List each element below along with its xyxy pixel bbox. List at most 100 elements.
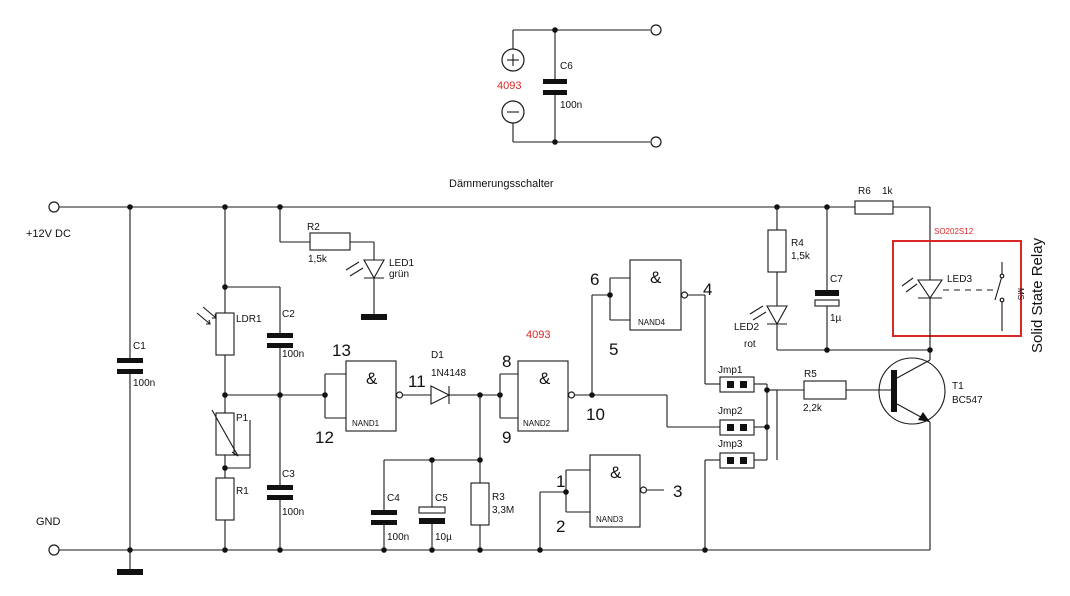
led1-diode-icon (363, 259, 385, 280)
page-title: Dämmerungsschalter (449, 178, 554, 190)
d1-diode: D1 1N4148 (403, 350, 503, 405)
r2-resistor (309, 232, 351, 251)
relay-part-number: SO202S12 (934, 227, 974, 236)
c1-capacitor: C1 100n (117, 207, 155, 550)
c6-value: 100n (560, 100, 582, 111)
c4-label: C4 (387, 493, 400, 504)
led2-label: LED2 (734, 322, 759, 333)
r3-resistor (470, 482, 490, 526)
nand4-label: NAND4 (638, 318, 666, 327)
jmp2-label: Jmp2 (718, 406, 743, 417)
c6-label: C6 (560, 61, 573, 72)
r3-value: 3,3M (492, 505, 514, 516)
r2-label: R2 (307, 222, 320, 233)
led1-label: LED1 (389, 258, 414, 269)
led2-value: rot (744, 339, 756, 350)
r1-label: R1 (236, 486, 249, 497)
nand4-symbol: & (650, 268, 662, 287)
nand1-pin-a: 13 (332, 341, 351, 360)
plus12v-terminal (48, 201, 60, 213)
d1-value: 1N4148 (431, 368, 466, 379)
c1-value: 100n (133, 378, 155, 389)
r6-label: R6 (858, 186, 871, 197)
supply-ic-label: 4093 (497, 80, 521, 92)
nand2-symbol: & (539, 369, 551, 388)
jmp1-label: Jmp1 (718, 365, 743, 376)
relay-highlight-box (892, 240, 1022, 337)
nand3-symbol: & (610, 463, 622, 482)
r5-value: 2,2k (803, 403, 823, 414)
ldr1-resistor (215, 312, 235, 356)
c2-c3-capacitors: C2 100n C3 100n (225, 286, 328, 550)
c1-label: C1 (133, 341, 146, 352)
t1-transistor-icon (878, 357, 946, 425)
nand2-pin-b: 9 (502, 428, 511, 447)
power-rails: +12V DC GND (26, 201, 930, 575)
jmp1-jumper[interactable] (719, 376, 755, 393)
led1-value: grün (389, 269, 409, 280)
nand3-gate: & NAND3 1 2 3 (539, 454, 682, 550)
led3-label: LED3 (947, 274, 972, 285)
nand3-label: NAND3 (596, 515, 624, 524)
light-sensor-divider: LDR1 P1 R1 (196, 207, 262, 550)
vdd-terminal (650, 24, 662, 36)
r2-value: 1,5k (308, 254, 328, 265)
nand1-pin-out: 11 (408, 372, 426, 391)
indicator-branch: R4 1,5k LED2 rot C7 1µ R6 1k (734, 186, 933, 353)
r1-resistor (215, 477, 235, 521)
r5-resistor (803, 380, 847, 400)
gnd-terminal (48, 544, 60, 556)
output-driver: R5 2,2k T1 BC547 (777, 350, 983, 550)
nand1-gate: & NAND1 13 12 11 (315, 341, 426, 447)
light-arrow-icon (196, 312, 211, 325)
jumper-block: Jmp1 Jmp2 Jmp3 (666, 365, 778, 550)
nand3-pin-out: 3 (673, 482, 682, 501)
timing-network: R3 3,3M C4 100n C5 10µ (371, 395, 514, 550)
nand1-pin-b: 12 (315, 428, 334, 447)
r4-label: R4 (791, 238, 804, 249)
r6-value: 1k (882, 186, 894, 197)
r2-led1-branch: R2 1,5k LED1 grün (279, 207, 414, 320)
nand2-gate: 4093 & NAND2 8 9 10 (499, 329, 667, 447)
plus12v-label: +12V DC (26, 228, 71, 240)
c5-electrolytic-plus (418, 506, 446, 514)
led1-ground-symbol (361, 314, 387, 320)
r5-label: R5 (804, 369, 817, 380)
gnd-label: GND (36, 516, 61, 528)
nand3-pin-b: 2 (556, 517, 565, 536)
nand3-pin-a: 1 (556, 472, 565, 491)
c7-value: 1µ (830, 313, 842, 324)
nand2-pin-out: 10 (586, 405, 605, 424)
p1-label: P1 (236, 413, 249, 424)
led2-diode-icon (766, 305, 788, 326)
vss-terminal (650, 136, 662, 148)
t1-label: T1 (952, 381, 964, 392)
nand4-pin-out: 4 (703, 280, 712, 299)
nand4-pin-b: 5 (609, 340, 618, 359)
jmp3-label: Jmp3 (718, 439, 743, 450)
jmp2-jumper[interactable] (719, 419, 755, 436)
solid-state-relay: SO202S12 LED3 MS Solid State Relay (892, 227, 1046, 353)
nand1-symbol: & (366, 369, 378, 388)
c5-value: 10µ (435, 532, 452, 543)
ldr1-label: LDR1 (236, 314, 262, 325)
nand2-label: NAND2 (523, 419, 551, 428)
ground-symbol (117, 569, 143, 575)
c7-label: C7 (830, 274, 843, 285)
r4-value: 1,5k (791, 251, 811, 262)
led3-diode-icon (916, 279, 944, 299)
jmp3-jumper[interactable] (719, 452, 755, 469)
supply-decoupling: 4093 C6 100n (497, 24, 662, 148)
nand1-label: NAND1 (352, 419, 380, 428)
nand4-pin-a: 6 (590, 270, 599, 289)
d1-label: D1 (431, 350, 444, 361)
relay-label: Solid State Relay (1029, 237, 1046, 353)
c6-capacitor (543, 79, 567, 84)
c3-label: C3 (282, 469, 295, 480)
gates-ic-label: 4093 (526, 329, 550, 341)
d1-diode-icon (430, 385, 451, 405)
t1-value: BC547 (952, 395, 983, 406)
r3-label: R3 (492, 492, 505, 503)
c4-value: 100n (387, 532, 409, 543)
